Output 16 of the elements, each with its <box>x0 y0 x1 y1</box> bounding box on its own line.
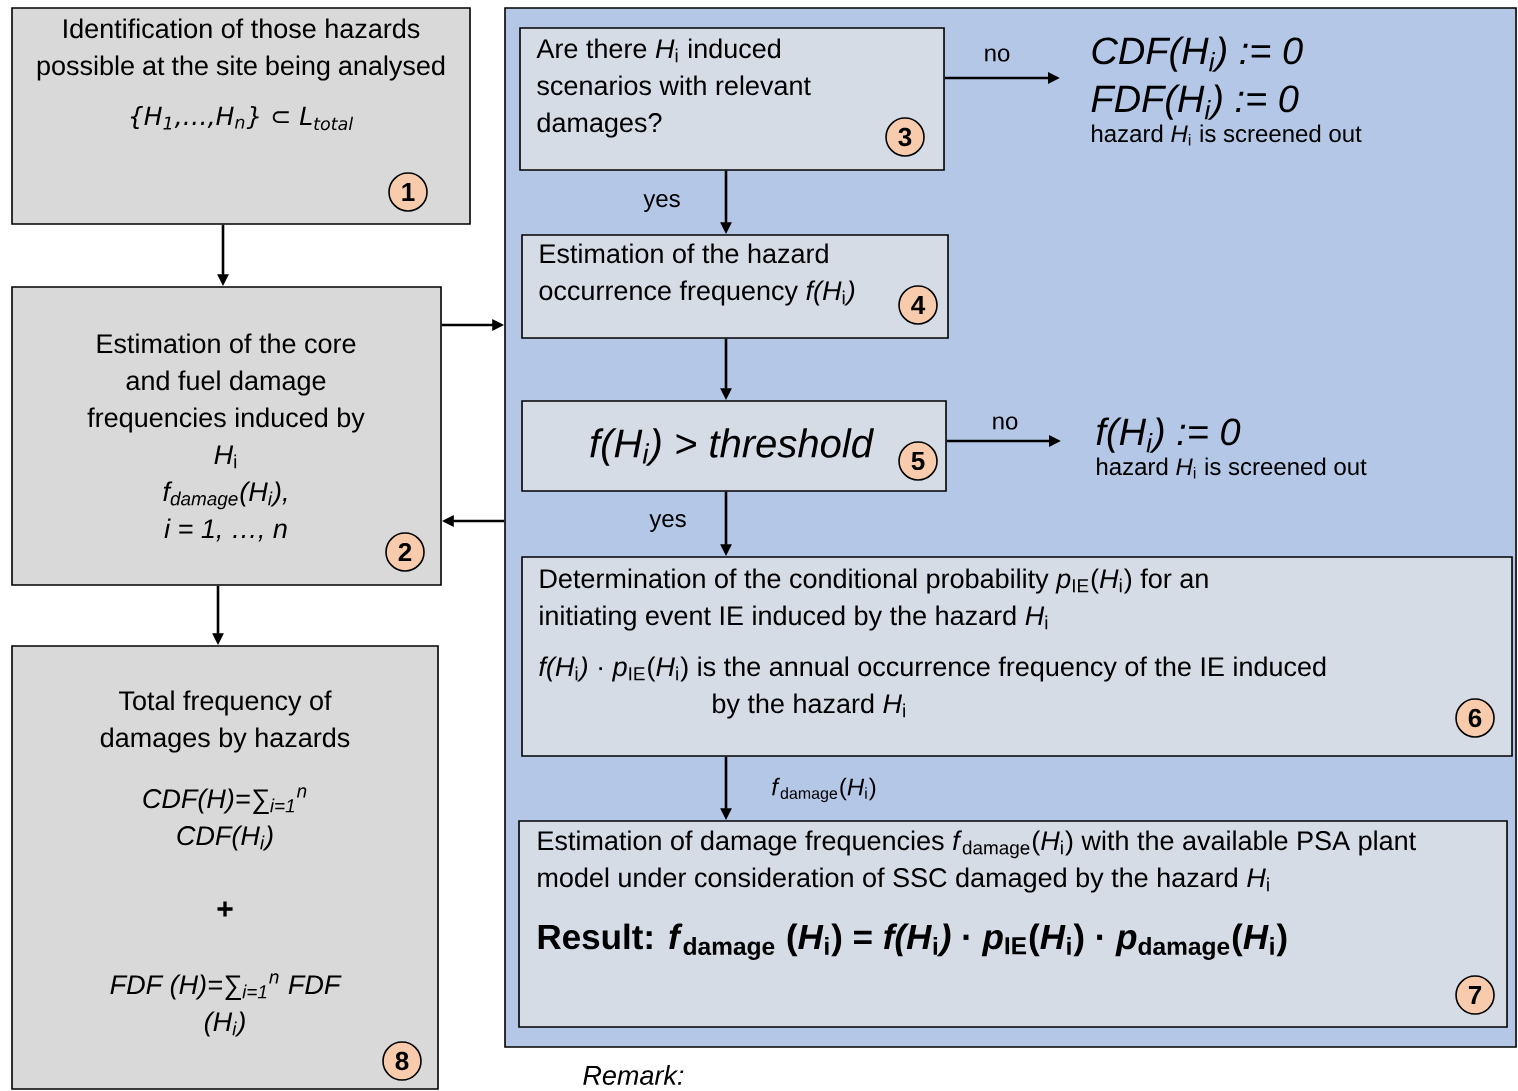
result-text: CDF(H$_{i}$) := 0 FDF(H$_{i}$) := 0 hazard H$_{i}$ is screened out <box>1091 36 1362 146</box>
result-text: f(H$_{i}$) := 0 hazard H$_{i}$ is screened out <box>1096 417 1367 479</box>
edge-label: no <box>989 414 1021 432</box>
callout-number: 6 <box>1455 698 1495 738</box>
callout-number: 1 <box>388 172 428 212</box>
callout-number: 7 <box>1455 975 1495 1015</box>
callout-number: 2 <box>385 532 425 572</box>
callout-number: 5 <box>898 441 938 481</box>
callout-number: 8 <box>382 1041 422 1081</box>
remark-text: Remark: <box>583 1065 684 1085</box>
edge-label: f$_{damage}$(H$_{i}$) <box>769 775 879 805</box>
edge-label: yes <box>647 512 689 534</box>
callout-number: 3 <box>885 117 925 157</box>
edge-label: yes <box>641 192 683 214</box>
edge-label: no <box>981 46 1013 64</box>
callout-number: 4 <box>898 285 938 325</box>
